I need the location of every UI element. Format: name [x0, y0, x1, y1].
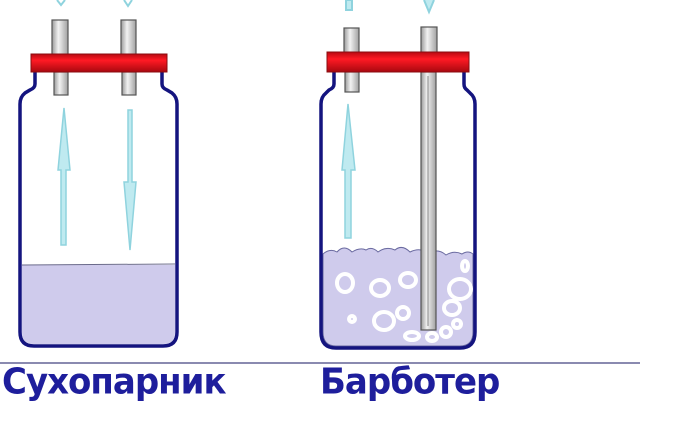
lid: [30, 53, 168, 73]
arrow-up-icon: [341, 103, 356, 239]
liquid-still: [22, 265, 175, 344]
tube-right-top: [120, 19, 137, 57]
jar-outline: [319, 72, 477, 350]
tube-right-top: [420, 26, 438, 55]
tube-right-bottom: [121, 71, 137, 96]
liquid-surface: [21, 263, 176, 266]
arrow-up-icon: [57, 107, 71, 246]
tube-left-top: [343, 27, 360, 55]
arrow-top-up-icon: [56, 0, 133, 8]
label-bubbler: Барботер: [320, 361, 500, 403]
arrow-down-icon: [123, 109, 137, 251]
tube-left-top: [51, 19, 69, 57]
lid: [326, 51, 470, 73]
arrow-top-icons: [345, 0, 435, 15]
label-dry-steamer: Сухопарник: [2, 361, 227, 403]
bubbles: [335, 259, 473, 343]
jar-bubbler: [319, 0, 477, 350]
tube-left-bottom: [53, 71, 69, 96]
tube-left-bottom: [344, 71, 360, 93]
jar-outline: [18, 72, 179, 348]
jar-dry-steamer: [18, 0, 179, 348]
